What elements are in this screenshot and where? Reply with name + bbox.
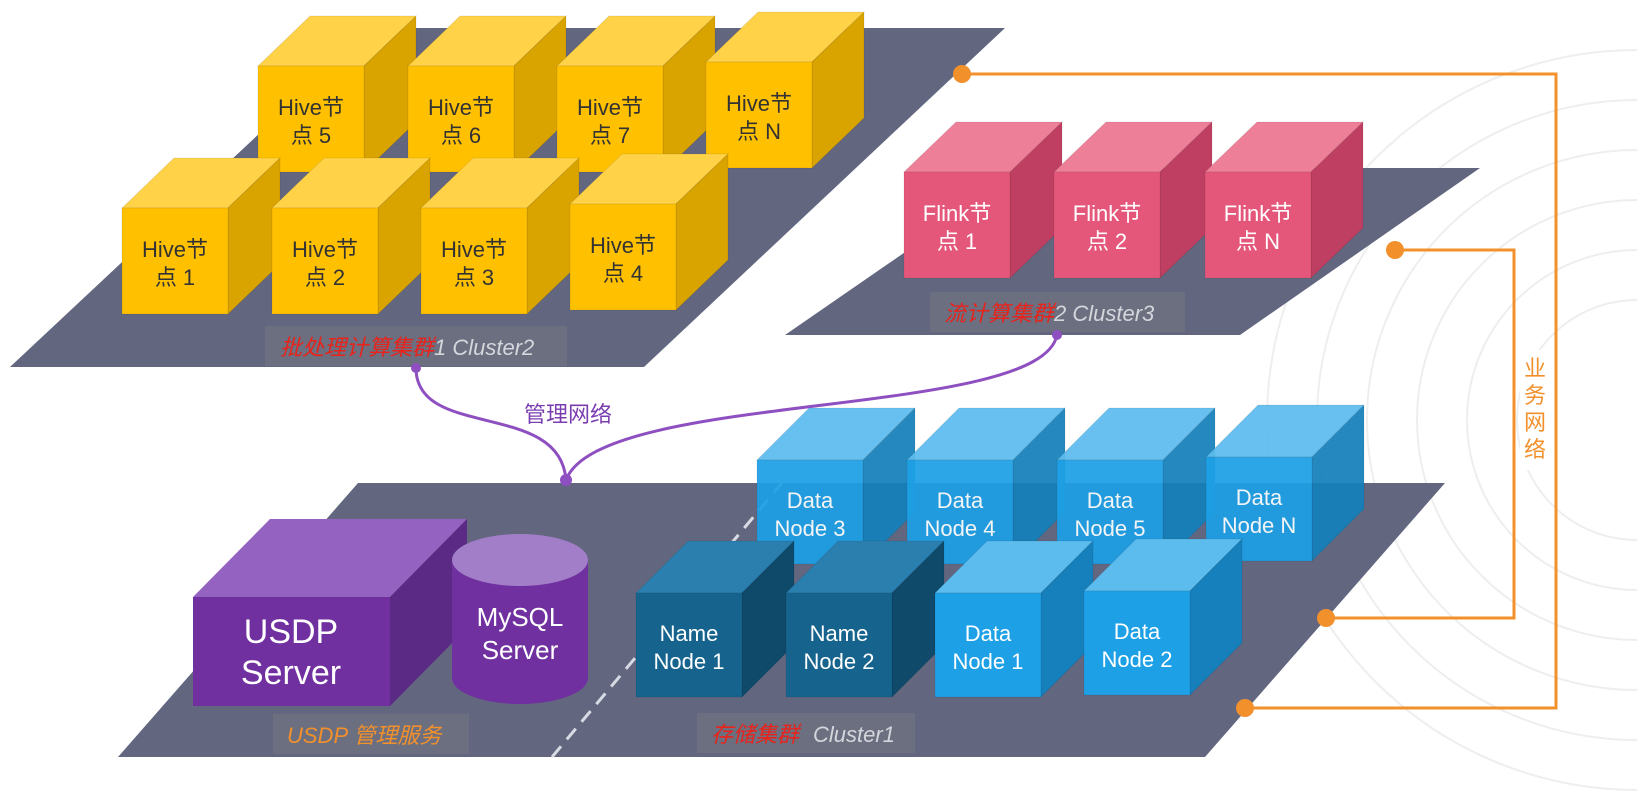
business-node-stream — [1386, 241, 1404, 259]
hive-node-3-label-line1: Hive节 — [577, 95, 643, 120]
mysql-server-label-line1: MySQL — [477, 602, 564, 632]
hive-node-4-label-line2: 点 N — [737, 119, 781, 144]
management-network-label: 管理网络 — [524, 402, 612, 427]
data-node-2-label-line1: Data — [937, 488, 984, 513]
hive-node-7-label-line2: 点 3 — [454, 265, 494, 290]
business-label-char-3: 网 — [1524, 410, 1546, 435]
name-node-6-label-line1: Name — [810, 621, 869, 646]
hive-node-1-label-line2: 点 5 — [291, 123, 331, 148]
data-node-1-label-line2: Node 3 — [775, 516, 846, 541]
data-node-7-label-line2: Node 1 — [953, 649, 1024, 674]
business-label-char-1: 业 — [1524, 356, 1546, 381]
stream-caption-name: 流计算集群 — [944, 301, 1057, 326]
usdp-server-label-line2: Server — [241, 654, 341, 692]
name-node-5-label-line2: Node 1 — [654, 649, 725, 674]
platform-divider — [550, 482, 784, 758]
data-node-4-label-line2: Node N — [1222, 513, 1297, 538]
hive-node-7-label-line1: Hive节 — [441, 237, 507, 262]
hive-node-2-label-line2: 点 6 — [441, 123, 481, 148]
hive-node-1-label-line1: Hive节 — [278, 95, 344, 120]
flink-node-1-label-line1: Flink节 — [923, 201, 991, 226]
usdp-server-label-line1: USDP — [244, 613, 338, 651]
hive-node-8-label-line2: 点 4 — [603, 261, 643, 286]
data-node-8-label-line1: Data — [1114, 619, 1161, 644]
name-node-6-label-line2: Node 2 — [804, 649, 875, 674]
hive-node-6-label-line1: Hive节 — [292, 237, 358, 262]
business-node-storage-upper — [1317, 609, 1335, 627]
business-network — [962, 72, 1558, 710]
storage-cluster-caption: 存储集群 Cluster1 — [697, 713, 915, 753]
svg-text:批处理计算集群1 Cluster2: 批处理计算集群1 Cluster2 — [280, 335, 534, 360]
business-label-char-2: 务 — [1524, 383, 1546, 408]
flink-node-3-label-line2: 点 N — [1236, 229, 1280, 254]
management-node-batch — [411, 363, 421, 373]
hive-node-5-label-line2: 点 1 — [155, 265, 195, 290]
business-network-label: 业 务 网 络 — [1524, 356, 1546, 462]
flink-node-3-label-line1: Flink节 — [1224, 201, 1292, 226]
business-node-batch — [953, 65, 971, 83]
usdp-server[interactable]: USDP Server — [193, 519, 467, 706]
management-network: 管理网络 — [411, 330, 1062, 486]
flink-node-2-label-line2: 点 2 — [1087, 229, 1127, 254]
data-node-2-label-line2: Node 4 — [925, 516, 996, 541]
mysql-server-database-icon[interactable]: MySQL Server — [452, 534, 588, 704]
usdp-caption-text: USDP 管理服务 — [287, 723, 443, 748]
storage-caption-name: 存储集群 — [711, 722, 802, 747]
hive-node-4-label-line1: Hive节 — [726, 91, 792, 116]
data-node-7-label-line1: Data — [965, 621, 1012, 646]
batch-cluster-caption: 批处理计算集群1 Cluster2 — [265, 326, 567, 366]
hive-node-8-label-line1: Hive节 — [590, 233, 656, 258]
management-node-usdp — [560, 474, 572, 486]
hive-node-6-label-line2: 点 2 — [305, 265, 345, 290]
management-node-stream — [1052, 330, 1062, 340]
storage-caption-id: Cluster1 — [813, 722, 895, 747]
hive-node-3-label-line2: 点 7 — [590, 123, 630, 148]
usdp-service-caption: USDP 管理服务 — [273, 714, 469, 754]
business-label-char-4: 络 — [1524, 437, 1546, 462]
data-node-3-label-line1: Data — [1087, 488, 1134, 513]
stream-cluster-caption: 流计算集群2 Cluster3 — [930, 292, 1185, 332]
batch-caption-name: 批处理计算集群 — [280, 335, 437, 360]
stream-caption-id: 2 Cluster3 — [1053, 301, 1155, 326]
data-node-8-label-line2: Node 2 — [1102, 647, 1173, 672]
batch-caption-id: 1 Cluster2 — [434, 335, 534, 360]
business-node-storage-lower — [1236, 699, 1254, 717]
data-node-4-label-line1: Data — [1236, 485, 1283, 510]
mysql-server-label-line2: Server — [482, 635, 559, 665]
data-node-1-label-line1: Data — [787, 488, 834, 513]
hive-node-5-label-line1: Hive节 — [142, 237, 208, 262]
data-node-3-label-line2: Node 5 — [1075, 516, 1146, 541]
flink-node-1-label-line2: 点 1 — [937, 229, 977, 254]
name-node-5-label-line1: Name — [660, 621, 719, 646]
svg-text:流计算集群2 Cluster3: 流计算集群2 Cluster3 — [944, 301, 1155, 326]
hive-node-2-label-line1: Hive节 — [428, 95, 494, 120]
flink-node-2-label-line1: Flink节 — [1073, 201, 1141, 226]
